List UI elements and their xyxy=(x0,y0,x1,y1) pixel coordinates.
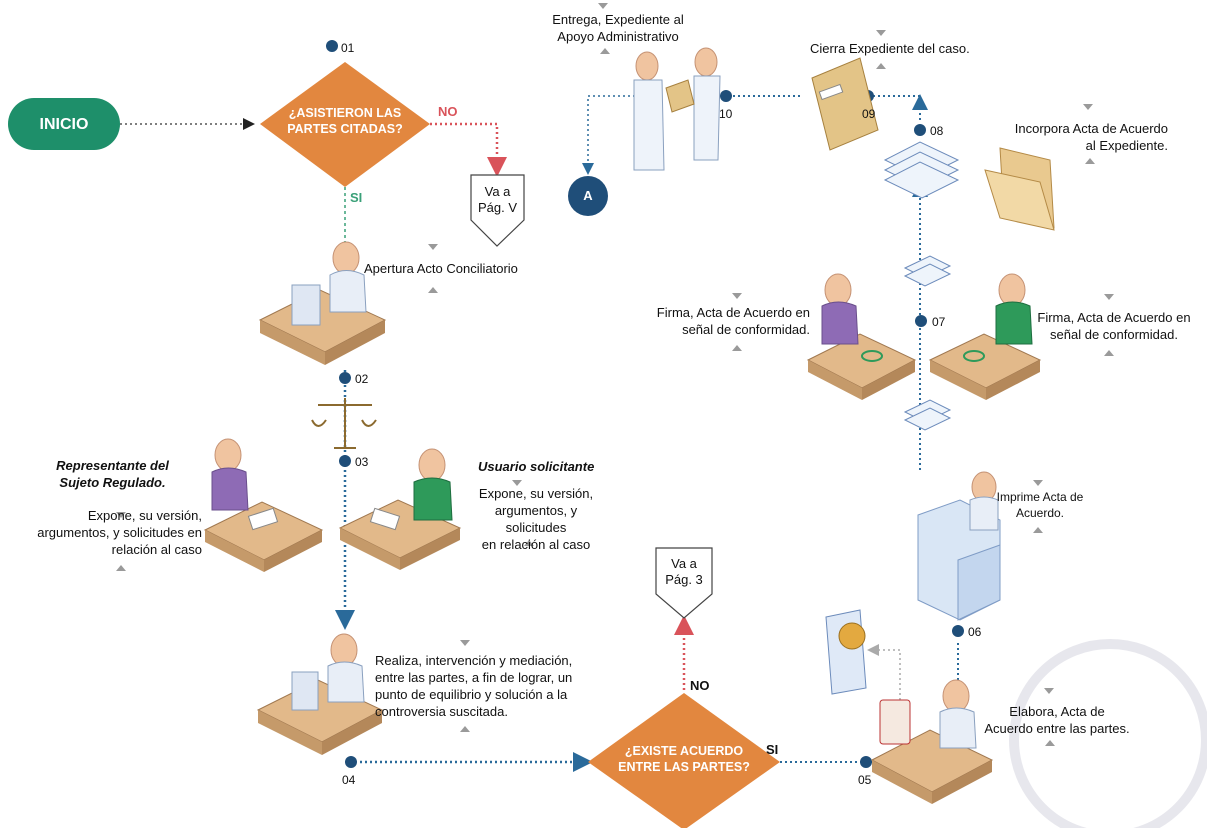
step-number-08: 08 xyxy=(930,124,944,138)
step-number-05: 05 xyxy=(858,773,872,787)
decision-attendance-yes: SI xyxy=(350,190,363,205)
decision-attendance-line2: PARTES CITADAS? xyxy=(287,121,403,136)
text-imprime-2: Acuerdo. xyxy=(1015,505,1065,520)
text-usuario-body: Expone, su versión, argumentos, y solici… xyxy=(463,486,609,554)
text-realiza-3: punto de equilibrio y solución a la xyxy=(375,686,568,702)
scales-icon xyxy=(311,398,377,449)
step-number-10: 10 xyxy=(719,107,733,121)
connector-a-label: A xyxy=(583,188,593,203)
offpage-connector-v xyxy=(470,174,525,247)
flow-lines xyxy=(120,94,959,772)
decision-attendance-text: ¿ASISTIERON LAS PARTES CITADAS? xyxy=(270,106,420,137)
text-firma-izq: Firma, Acta de Acuerdo en señal de confo… xyxy=(650,305,810,339)
text-firma-izq-2: señal de conformidad. xyxy=(682,321,810,337)
text-representante-body2: argumentos, y solicitudes en xyxy=(37,524,202,540)
printer-icon xyxy=(917,471,1001,621)
text-usuario-body3: en relación al caso xyxy=(481,536,591,552)
folder-open-icon xyxy=(984,147,1055,231)
workstation-firma-izq xyxy=(806,273,917,400)
workstation-usuario xyxy=(338,448,462,570)
start-terminal xyxy=(8,98,120,150)
offpage-v-text: Va a Pág. V xyxy=(471,184,524,217)
watermark-seal xyxy=(1009,639,1207,828)
offpage-3-line1: Va a xyxy=(671,556,697,571)
step-number-09: 09 xyxy=(862,107,876,121)
step-number-06: 06 xyxy=(968,625,982,639)
text-realiza: Realiza, intervención y mediación, entre… xyxy=(375,653,572,721)
text-representante-title1: Representante del xyxy=(56,458,169,473)
text-incorpora-1: Incorpora Acta de Acuerdo xyxy=(1014,121,1168,136)
text-elabora: Elabora, Acta de Acuerdo entre las parte… xyxy=(982,704,1132,738)
workstation-elabora xyxy=(870,679,994,804)
text-realiza-4: controversia suscitada. xyxy=(375,703,508,719)
text-firma-der-1: Firma, Acta de Acuerdo en xyxy=(1037,310,1191,325)
step-number-02: 02 xyxy=(355,372,369,386)
decision-attendance-no: NO xyxy=(438,104,458,119)
text-realiza-1: Realiza, intervención y mediación, xyxy=(375,653,573,668)
start-label: INICIO xyxy=(39,116,89,133)
text-entrega-1: Entrega, Expediente al xyxy=(552,12,684,27)
step-number-03: 03 xyxy=(355,455,369,469)
text-incorpora-2: al Expediente. xyxy=(1085,137,1168,153)
text-usuario-body2: argumentos, y solicitudes xyxy=(494,502,578,535)
document-stack-icons xyxy=(883,141,960,431)
text-usuario-title: Usuario solicitante xyxy=(478,459,595,474)
text-firma-der: Firma, Acta de Acuerdo en señal de confo… xyxy=(1034,310,1194,344)
text-incorpora: Incorpora Acta de Acuerdo al Expediente. xyxy=(1000,121,1168,155)
text-elabora-2: Acuerdo entre las partes. xyxy=(984,720,1130,736)
text-apertura: Apertura Acto Conciliatorio xyxy=(364,261,518,276)
step-number-01: 01 xyxy=(341,41,355,55)
decision-agreement-yes: SI xyxy=(766,742,779,757)
decision-agreement xyxy=(588,693,780,828)
text-cierra: Cierra Expediente del caso. xyxy=(810,41,970,56)
step-number-04: 04 xyxy=(342,773,356,787)
offpage-v-line1: Va a xyxy=(484,184,511,199)
text-elabora-1: Elabora, Acta de xyxy=(1009,704,1105,719)
text-representante-title2: Sujeto Regulado. xyxy=(59,474,166,490)
decision-agreement-no: NO xyxy=(690,678,710,693)
decision-attendance-line1: ¿ASISTIERON LAS xyxy=(288,106,402,120)
text-representante: Representante del Sujeto Regulado. xyxy=(40,458,185,492)
handover-people-icon xyxy=(633,47,721,171)
text-imprime-1: Imprime Acta de xyxy=(996,490,1084,504)
text-imprime: Imprime Acta de Acuerdo. xyxy=(995,490,1085,521)
decision-attendance xyxy=(260,62,430,187)
decision-agreement-line2: ENTRE LAS PARTES? xyxy=(618,759,750,774)
step-dots xyxy=(326,40,964,768)
workstation-realiza xyxy=(256,633,384,755)
document-acta-icon xyxy=(825,609,867,695)
text-usuario-body1: Expone, su versión, xyxy=(478,486,594,501)
offpage-v-line2: Pág. V xyxy=(477,200,518,216)
decision-agreement-text: ¿EXISTE ACUERDO ENTRE LAS PARTES? xyxy=(603,744,765,775)
offpage-3-text: Va a Pág. 3 xyxy=(656,556,712,589)
text-realiza-2: entre las partes, a fin de lograr, un xyxy=(375,669,573,685)
text-representante-body3: relación al caso xyxy=(111,541,202,557)
workstation-firma-der xyxy=(928,273,1042,400)
connector-a xyxy=(568,176,608,216)
decision-agreement-line1: ¿EXISTE ACUERDO xyxy=(624,744,744,758)
workstation-representante xyxy=(203,438,324,572)
text-representante-body: Expone, su versión, argumentos, y solici… xyxy=(20,508,202,559)
offpage-connector-3 xyxy=(655,547,713,619)
workstation-apertura xyxy=(258,241,387,365)
folder-closed-icon xyxy=(811,57,879,151)
text-firma-izq-1: Firma, Acta de Acuerdo en xyxy=(656,305,810,320)
text-entrega-2: Apoyo Administrativo xyxy=(557,28,679,44)
text-representante-body1: Expone, su versión, xyxy=(87,508,202,523)
step-number-07: 07 xyxy=(932,315,946,329)
text-entrega: Entrega, Expediente al Apoyo Administrat… xyxy=(538,12,698,46)
text-firma-der-2: señal de conformidad. xyxy=(1050,326,1178,342)
offpage-3-line2: Pág. 3 xyxy=(665,572,703,588)
